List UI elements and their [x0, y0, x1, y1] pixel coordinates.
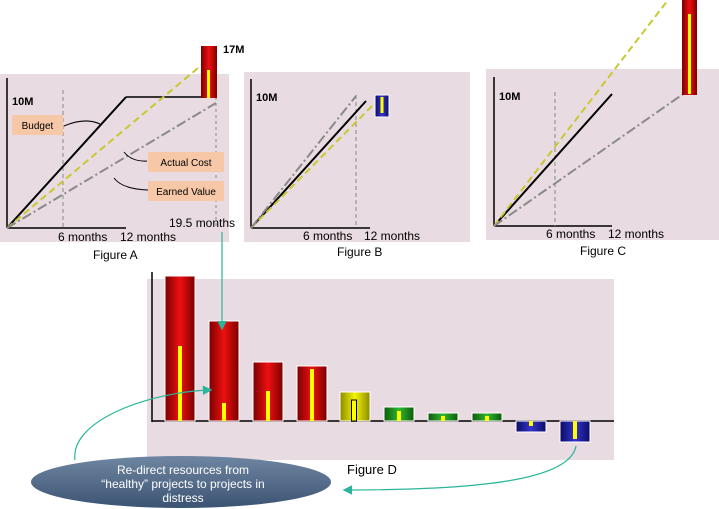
figure-a-earned-value-connector: [113, 177, 149, 191]
figure-c: 10M 6 months 12 months Figure C: [486, 0, 719, 258]
figure-b-panel: [244, 72, 470, 242]
figure-d-bar-1-marker: [178, 346, 182, 421]
figure-c-10m-label: 10M: [499, 91, 520, 103]
figure-d-bar-6-marker: [397, 411, 401, 421]
figure-a-actual-cost-box: [148, 152, 224, 172]
figure-c-actual-cost-line: [493, 0, 669, 227]
figure-a-budget-box: [12, 115, 63, 135]
figure-c-panel: [486, 69, 719, 240]
figure-d-bar-5-marker: [351, 399, 357, 422]
figure-b-earned-value-line: [250, 95, 357, 229]
redirect-note-line-3: distress: [162, 491, 203, 505]
figure-a-earned-value-label: Earned Value: [156, 187, 216, 198]
figure-a-caption: Figure A: [93, 248, 138, 262]
figure-b-caption: Figure B: [337, 245, 382, 259]
figure-c-12-months-label: 12 months: [608, 227, 664, 241]
figure-b-10m-label: 10M: [256, 92, 277, 104]
figure-d-bar-8-marker: [485, 416, 489, 421]
note-to-bar-arrow: [74, 385, 213, 461]
figure-b-6-months-label: 6 months: [303, 229, 352, 243]
figure-c-projection-marker: [688, 14, 691, 94]
figure-a-actual-cost-connector: [123, 151, 148, 162]
figure-a-actual-cost-line: [6, 57, 211, 229]
figure-a-12-months-label: 12 months: [120, 230, 176, 244]
figure-a-earned-value-line: [6, 102, 217, 229]
figure-d-bar-10-marker: [573, 421, 577, 439]
redirect-note-ellipse: [31, 456, 331, 508]
redirect-note: Re-direct resources from “healthy” proje…: [31, 456, 331, 508]
figure-d-bar-9-marker: [529, 421, 533, 426]
figure-a-budget-line: [6, 96, 127, 229]
figure-a-19-5-months-label: 19.5 months: [169, 216, 235, 230]
figure-d-caption: Figure D: [347, 462, 397, 477]
figure-c-budget-line: [493, 93, 613, 227]
redirect-note-line-2: “healthy” projects to projects in: [101, 477, 264, 491]
figure-a-actual-cost-label: Actual Cost: [160, 158, 211, 169]
figure-a-projection-marker: [207, 70, 210, 98]
figure-b-budget-line: [250, 100, 367, 229]
figure-a-6-months-label: 6 months: [58, 230, 107, 244]
connectors: [74, 232, 577, 495]
figure-a: Budget Actual Cost Earned Value 10M 17M …: [0, 44, 244, 262]
figure-d-bar-7-marker: [441, 416, 445, 421]
figure-d: Figure D: [147, 272, 614, 477]
figure-d-bar-2-marker: [222, 403, 226, 421]
figure-d-bar-4-marker: [310, 369, 314, 421]
figure-d-bar-3-marker: [266, 391, 270, 421]
redirect-note-line-1: Re-direct resources from: [117, 463, 249, 477]
figure-c-caption: Figure C: [580, 244, 626, 258]
figure-a-earned-value-box: [148, 181, 224, 201]
figure-a-10m-label: 10M: [12, 96, 33, 108]
figure-c-earned-value-line: [493, 91, 687, 227]
figure-b-status-marker: [380, 97, 384, 113]
blue-bar-to-note-arrow: [342, 445, 577, 495]
figure-a-budget-label: Budget: [22, 121, 54, 132]
figure-a-17m-label: 17M: [223, 44, 244, 56]
figure-b-12-months-label: 12 months: [364, 229, 420, 243]
figure-b: 10M 6 months 12 months Figure B: [244, 72, 470, 259]
figure-a-budget-connector: [63, 120, 101, 127]
figure-b-actual-cost-line: [250, 105, 373, 229]
figure-c-6-months-label: 6 months: [546, 227, 595, 241]
